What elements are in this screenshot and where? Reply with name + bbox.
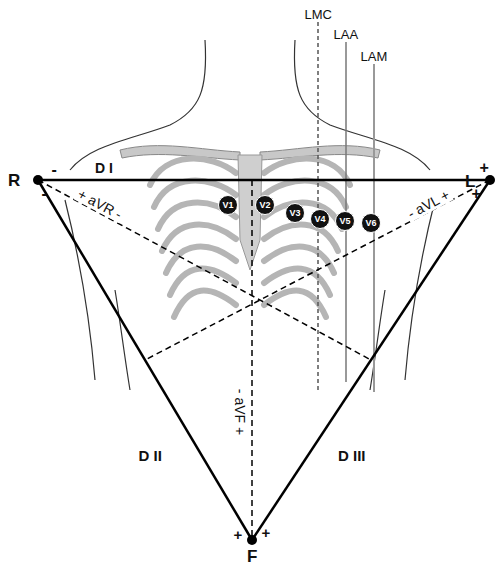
polarity-sign: - xyxy=(42,186,47,202)
polarity-sign: + xyxy=(472,186,481,202)
lead-name: - aVL + xyxy=(403,185,454,222)
einthoven-triangle xyxy=(38,180,490,540)
chest-electrode: V2 xyxy=(255,195,275,215)
polarity-sign: - xyxy=(52,162,57,178)
torso-outline xyxy=(65,40,435,390)
lead-name: D I xyxy=(93,160,115,176)
electrode-name: F xyxy=(247,548,257,565)
electrode-label: V1 xyxy=(222,201,233,210)
chest-electrode: V4 xyxy=(310,209,330,229)
chest-electrode: V6 xyxy=(361,213,381,233)
electrode-label: V3 xyxy=(289,209,300,218)
electrode-label: V5 xyxy=(339,217,350,226)
line-name: LMC xyxy=(303,7,334,22)
electrode-label: V2 xyxy=(259,201,270,210)
augmented-lead-axis xyxy=(38,180,490,540)
electrode-dot xyxy=(33,175,495,545)
electrode-name: R xyxy=(8,172,20,189)
rib xyxy=(174,291,236,317)
lead-name: D II xyxy=(137,447,164,464)
chest-electrode: V3 xyxy=(285,203,305,223)
midclavicular-line xyxy=(317,22,319,392)
lead-name: - aVF + xyxy=(232,387,248,437)
polarity-sign: + xyxy=(262,525,271,540)
lead-name: D III xyxy=(336,447,368,464)
chest-electrode: V1 xyxy=(218,195,238,215)
electrode-label: V4 xyxy=(314,215,325,224)
polarity-sign: + xyxy=(234,527,243,542)
line-name: LAM xyxy=(359,49,390,64)
lead-name: + aVR - xyxy=(73,185,126,223)
polarity-sign: + xyxy=(480,160,489,176)
electrode-label: V6 xyxy=(365,219,376,228)
rib xyxy=(264,291,326,317)
line-name: LAA xyxy=(332,27,361,42)
chest-electrode: V5 xyxy=(335,211,355,231)
